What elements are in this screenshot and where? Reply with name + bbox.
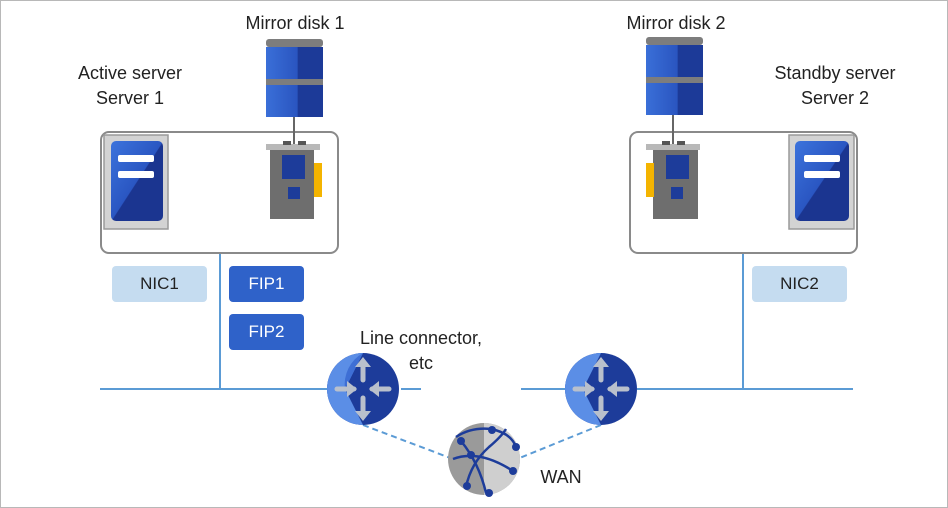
router-1-icon — [327, 353, 399, 425]
server-2-role-label: Standby server — [774, 63, 896, 83]
server-2-disk-card — [646, 114, 700, 219]
wan-globe-icon — [448, 423, 520, 497]
wan-links — [362, 424, 602, 460]
server-2-name-label: Server 2 — [800, 88, 870, 108]
wan-label: WAN — [540, 467, 582, 487]
mirror-disk-2-label: Mirror disk 2 — [626, 13, 726, 33]
server-1-role-label: Active server — [77, 63, 183, 83]
mirror-disk-2-icon — [646, 37, 703, 115]
mirror-disk-1-icon — [266, 39, 323, 117]
fip2-badge: FIP2 — [229, 314, 304, 350]
fip1-badge: FIP1 — [229, 266, 304, 302]
nic2-badge: NIC2 — [752, 266, 847, 302]
server-1-name-label: Server 1 — [95, 88, 165, 108]
router-2-icon — [565, 353, 637, 425]
line-connector-label-line1: Line connector, — [359, 328, 483, 348]
nic1-badge: NIC1 — [112, 266, 207, 302]
line-connector-label-line2: etc — [408, 353, 433, 373]
lan-lines — [100, 253, 853, 390]
server-1-disk-card — [266, 114, 322, 219]
mirror-disk-1-label: Mirror disk 1 — [245, 13, 345, 33]
